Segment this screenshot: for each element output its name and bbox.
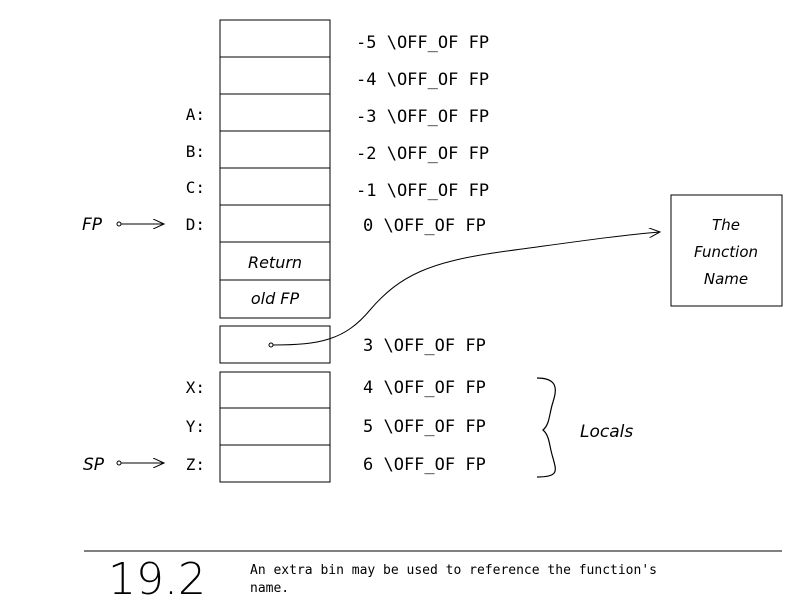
offset-label-5: 5 \OFF_OF FP xyxy=(363,417,486,437)
stack-block-outline xyxy=(219,19,331,319)
offset-label-minus3: -3 \OFF_OF FP xyxy=(356,107,489,127)
offset-label-minus4: -4 \OFF_OF FP xyxy=(356,70,489,90)
return-address-label: Return xyxy=(248,253,302,272)
name-reference-cell xyxy=(219,325,331,364)
offset-label-4: 4 \OFF_OF FP xyxy=(363,378,486,398)
cell-label-y: Y: xyxy=(186,417,205,436)
stack-block-upper xyxy=(219,19,331,319)
offset-label-minus5: -5 \OFF_OF FP xyxy=(356,33,489,53)
cell-label-z: Z: xyxy=(186,455,205,474)
offset-label-6: 6 \OFF_OF FP xyxy=(363,455,486,475)
caption-line2: name. xyxy=(250,581,289,596)
caption-line1: An extra bin may be used to reference th… xyxy=(250,563,657,578)
fp-pointer-dot xyxy=(116,221,122,227)
locals-block-outline xyxy=(219,371,331,483)
fp-pointer-label: FP xyxy=(82,215,103,235)
cell-label-d: D: xyxy=(186,215,205,234)
cell-label-b: B: xyxy=(186,142,205,161)
cell-label-c: C: xyxy=(186,178,205,197)
offset-label-minus1: -1 \OFF_OF FP xyxy=(356,181,489,201)
old-fp-label: old FP xyxy=(251,289,300,308)
locals-block xyxy=(219,371,331,483)
offset-label-minus2: -2 \OFF_OF FP xyxy=(356,144,489,164)
name-pointer-dot xyxy=(268,342,274,348)
offset-label-0: 0 \OFF_OF FP xyxy=(363,216,486,236)
function-name-box xyxy=(670,194,783,307)
locals-label: Locals xyxy=(580,422,633,442)
locals-brace xyxy=(536,377,556,478)
figure-number: 19.2 xyxy=(108,554,206,605)
offset-label-3: 3 \OFF_OF FP xyxy=(363,336,486,356)
sp-pointer-dot xyxy=(116,460,122,466)
cell-label-x: X: xyxy=(186,378,205,397)
function-box-line2: Function xyxy=(694,243,758,261)
sp-pointer-label: SP xyxy=(83,455,105,475)
function-box-line1: The xyxy=(712,216,740,234)
function-box-line3: Name xyxy=(704,270,748,288)
cell-label-a: A: xyxy=(186,105,205,124)
name-pointer-curve xyxy=(272,232,660,346)
